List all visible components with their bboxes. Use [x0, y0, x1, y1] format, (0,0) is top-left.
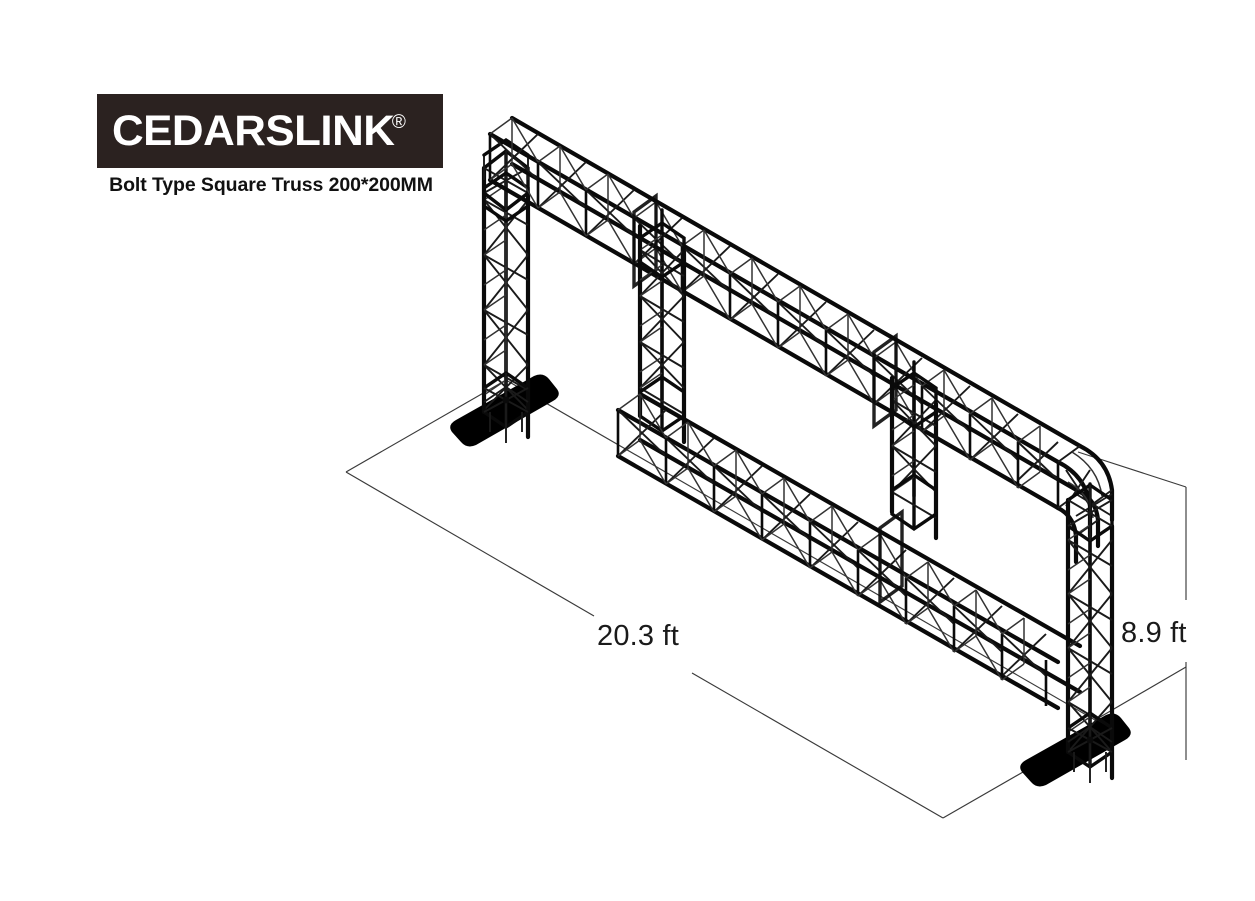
middle-vertical-segment [637, 208, 687, 445]
top-horizontal-beam [487, 115, 1083, 511]
logo-wordmark-text: CEDARSLINK [112, 106, 395, 155]
product-subtitle: Bolt Type Square Truss 200*200MM [109, 174, 433, 196]
lower-horizontal-beam [615, 391, 1083, 711]
right-vertical-column [1065, 482, 1115, 783]
right-inner-vertical-segment [889, 360, 939, 541]
left-vertical-column [481, 137, 531, 443]
brand-block: CEDARSLINK® Bolt Type Square Truss 200*2… [97, 94, 447, 197]
width-dimension-label: 20.3 ft [597, 620, 680, 652]
registered-trademark-icon: ® [391, 111, 406, 133]
height-dimension-label: 8.9 ft [1121, 617, 1187, 649]
cedarslink-logo: CEDARSLINK® [97, 94, 443, 168]
